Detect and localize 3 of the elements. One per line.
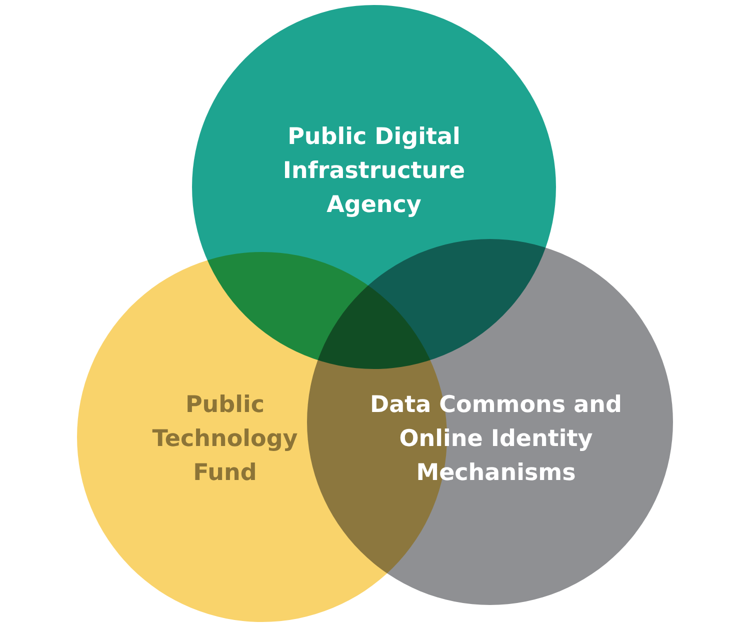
circle-label: Public Digital Infrastructure Agency xyxy=(282,123,466,220)
venn-circle xyxy=(307,239,673,605)
circle-label: Public Technology Fund xyxy=(151,391,299,488)
